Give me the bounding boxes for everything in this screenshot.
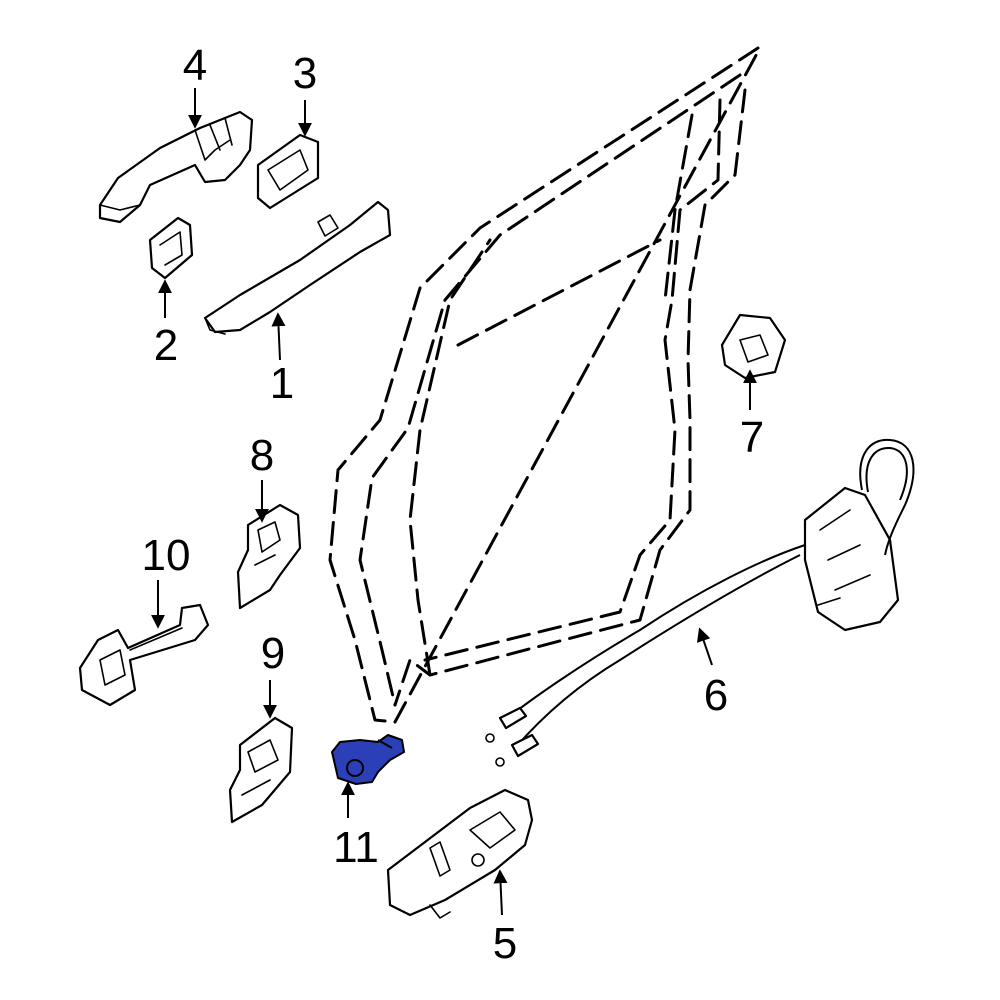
part-3-escutcheon xyxy=(256,133,320,210)
callout-labels: 4 3 2 1 7 8 10 9 6 11 5 xyxy=(142,41,765,968)
callout-7: 7 xyxy=(740,413,764,462)
callout-6: 6 xyxy=(704,671,728,720)
leader-1 xyxy=(271,312,286,361)
callout-8: 8 xyxy=(250,431,274,480)
callout-4: 4 xyxy=(183,41,207,90)
callout-5: 5 xyxy=(493,919,517,968)
callout-1: 1 xyxy=(270,359,294,408)
callout-9: 9 xyxy=(261,629,285,678)
part-10-door-check xyxy=(78,603,210,707)
callout-2: 2 xyxy=(154,321,178,370)
part-6-lock-actuator-with-cables xyxy=(485,438,915,767)
part-8-upper-hinge xyxy=(236,503,302,610)
part-4-outside-handle-front xyxy=(98,110,254,224)
leader-6 xyxy=(697,627,713,666)
callout-10: 10 xyxy=(142,531,191,580)
door-frame-outline xyxy=(328,46,762,724)
part-2-gasket xyxy=(148,216,194,280)
callout-11: 11 xyxy=(333,823,379,872)
part-11-lock-cylinder-highlighted xyxy=(331,734,405,785)
part-9-lower-hinge xyxy=(228,716,294,824)
part-1-outside-handle xyxy=(203,200,392,335)
callout-3: 3 xyxy=(293,49,317,98)
leader-arrows xyxy=(151,88,757,916)
part-7-striker xyxy=(720,313,787,380)
part-5-inside-handle xyxy=(386,788,534,919)
leader-5 xyxy=(493,869,508,916)
